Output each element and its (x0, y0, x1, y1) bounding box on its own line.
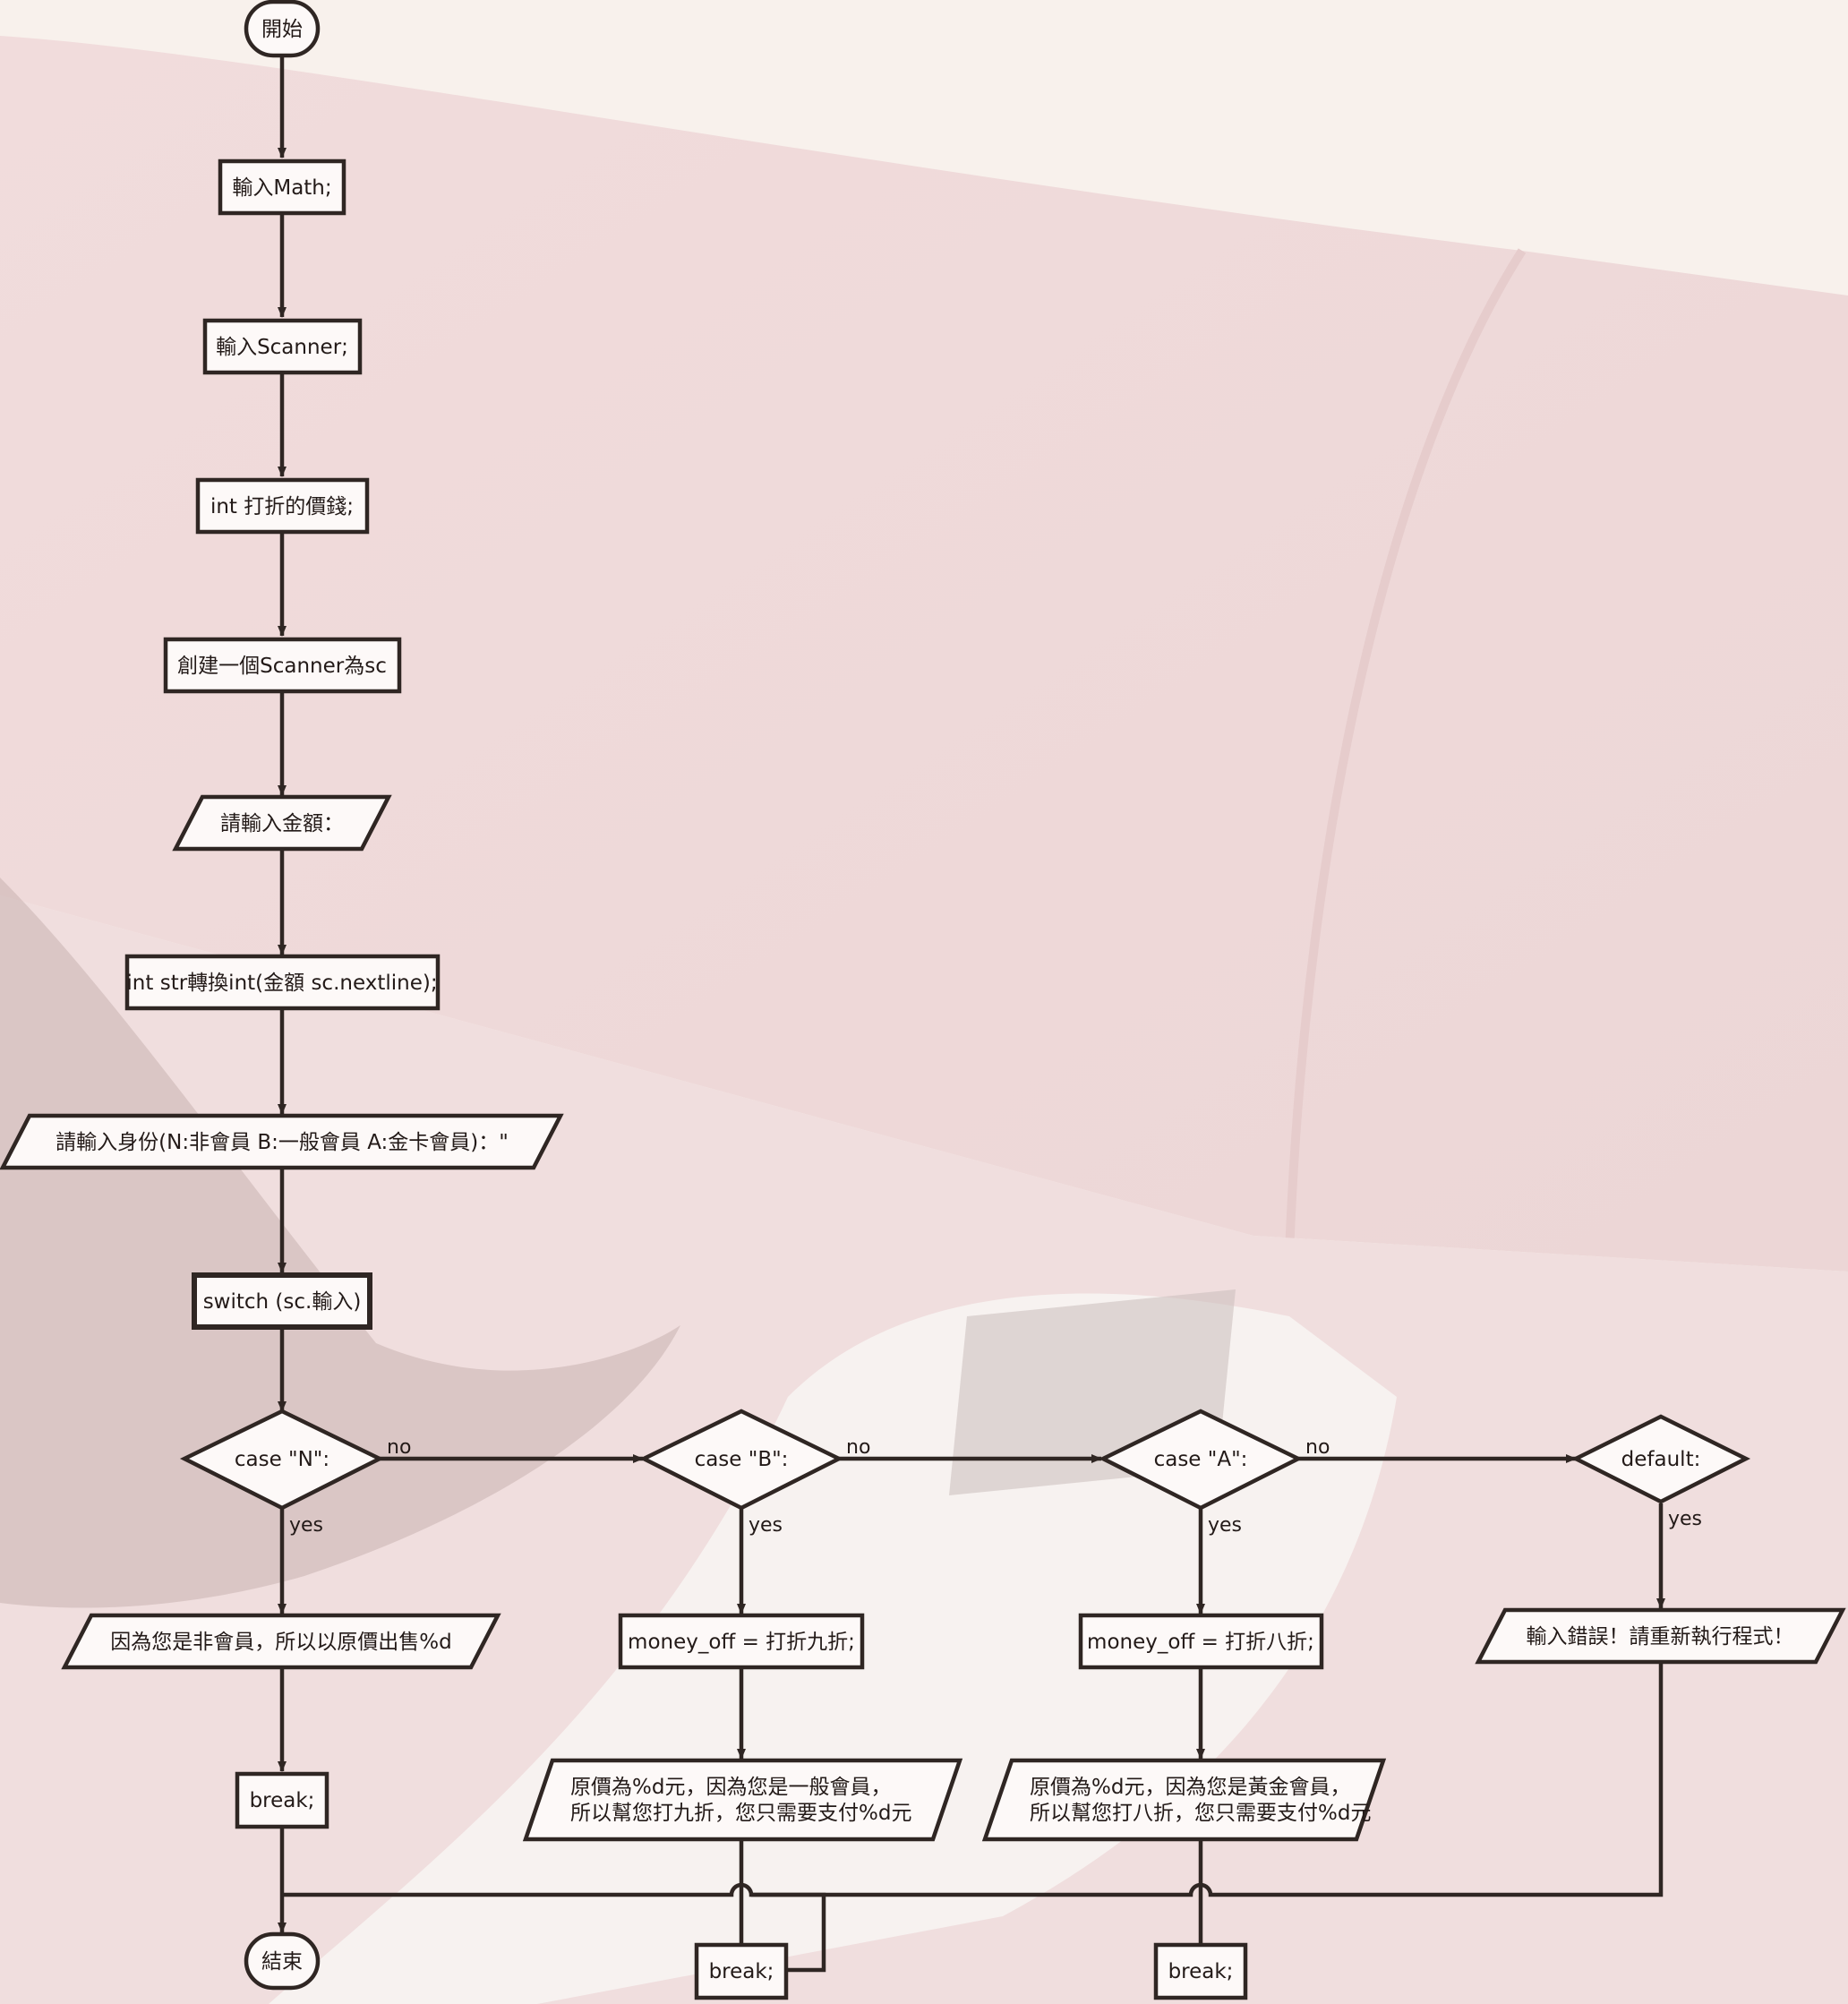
node-convert-amount-text: int str轉換int(金額 sc.nextline); (126, 972, 437, 995)
node-default[interactable]: default: (1570, 1414, 1751, 1504)
node-break-b[interactable]: break; (694, 1942, 789, 2000)
node-output-n-text: 因為您是非會員，所以以原價出售%d (110, 1631, 451, 1654)
node-prompt-amount[interactable]: 請輸入金額： (172, 794, 392, 852)
node-end-text: 結束 (261, 1950, 303, 1974)
node-create-scanner[interactable]: 創建一個Scanner為sc (163, 637, 402, 694)
node-case-n-text: case "N": (235, 1448, 329, 1471)
node-create-scanner-text: 創建一個Scanner為sc (177, 655, 387, 678)
node-output-a-line2: 所以幫您打八折，您只需要支付%d元 (1030, 1802, 1371, 1825)
node-case-n[interactable]: case "N": (179, 1409, 385, 1511)
label-no-n: no (387, 1436, 411, 1459)
node-declare-discount[interactable]: int 打折的價錢; (195, 477, 370, 535)
node-output-b-line1: 原價為%d元，因為您是一般會員， (570, 1776, 891, 1799)
node-output-error[interactable]: 輸入錯誤！請重新執行程式！ (1475, 1607, 1846, 1665)
hair-shadow (0, 878, 680, 1608)
node-output-error-text: 輸入錯誤！請重新執行程式！ (1527, 1625, 1794, 1649)
sofa-backrest (0, 36, 1848, 1272)
node-money-off-a[interactable]: money_off = 打折八折; (1078, 1613, 1324, 1670)
node-output-b[interactable]: 原價為%d元，因為您是一般會員， 所以幫您打九折，您只需要支付%d元 (522, 1758, 963, 1842)
node-convert-amount[interactable]: int str轉換int(金額 sc.nextline); (124, 954, 441, 1011)
edges (278, 57, 1665, 1973)
node-prompt-amount-text: 請輸入金額： (220, 812, 344, 835)
node-money-off-b[interactable]: money_off = 打折九折; (618, 1613, 865, 1670)
node-break-b-text: break; (709, 1960, 774, 1983)
node-import-scanner-text: 輸入Scanner; (216, 336, 348, 359)
node-default-text: default: (1621, 1448, 1701, 1471)
node-import-math[interactable]: 輸入Math; (218, 158, 346, 216)
node-declare-discount-text: int 打折的價錢; (210, 495, 354, 518)
label-yes-n: yes (289, 1514, 323, 1537)
label-no-a: no (1305, 1436, 1330, 1459)
node-switch-text: switch (sc.輸入) (203, 1290, 362, 1314)
node-case-b-text: case "B": (695, 1448, 789, 1471)
label-yes-default: yes (1668, 1508, 1702, 1530)
node-break-a-text: break; (1168, 1960, 1234, 1983)
node-money-off-b-text: money_off = 打折九折; (628, 1631, 855, 1654)
node-import-scanner[interactable]: 輸入Scanner; (202, 318, 363, 375)
node-switch[interactable]: switch (sc.輸入) (192, 1272, 372, 1330)
node-prompt-identity[interactable]: 請輸入身份(N:非會員 B:一般會員 A:金卡會員)：" (0, 1113, 564, 1170)
node-output-b-line2: 所以幫您打九折，您只需要支付%d元 (570, 1802, 911, 1825)
label-no-b: no (846, 1436, 870, 1459)
node-break-n[interactable]: break; (235, 1771, 329, 1829)
node-output-a[interactable]: 原價為%d元，因為您是黃金會員， 所以幫您打八折，您只需要支付%d元 (981, 1758, 1387, 1842)
edge-labels: no no no yes yes yes yes (289, 1436, 1702, 1537)
sofa-seam (1285, 248, 1527, 1255)
edge-error-merge (282, 1662, 1664, 1897)
node-case-a-text: case "A": (1154, 1448, 1248, 1471)
node-output-a-line1: 原價為%d元，因為您是黃金會員， (1030, 1776, 1350, 1799)
label-yes-b: yes (749, 1514, 783, 1537)
label-yes-a: yes (1208, 1514, 1242, 1537)
node-output-n[interactable]: 因為您是非會員，所以以原價出售%d (61, 1613, 501, 1670)
edge-break-b-loop (751, 1892, 826, 1973)
node-break-a[interactable]: break; (1153, 1942, 1248, 2000)
node-case-b[interactable]: case "B": (638, 1409, 844, 1511)
node-break-n-text: break; (250, 1789, 315, 1812)
node-money-off-a-text: money_off = 打折八折; (1087, 1631, 1314, 1654)
node-end[interactable]: 結束 (244, 1931, 321, 1991)
node-start[interactable]: 開始 (244, 0, 321, 58)
node-prompt-identity-text: 請輸入身份(N:非會員 B:一般會員 A:金卡會員)：" (56, 1131, 509, 1154)
node-import-math-text: 輸入Math; (232, 176, 331, 200)
node-start-text: 開始 (261, 18, 303, 41)
node-case-a[interactable]: case "A": (1098, 1409, 1304, 1511)
